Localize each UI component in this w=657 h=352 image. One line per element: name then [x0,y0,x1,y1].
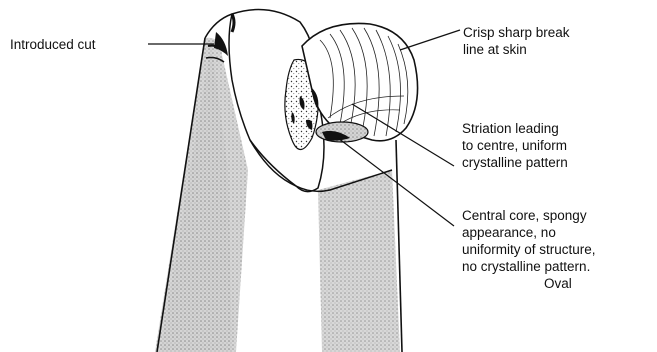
label-central-core-line3: uniformity of structure, [462,241,596,258]
label-central-core: Central core, spongy appearance, no unif… [462,207,596,292]
label-crisp-break-line1: Crisp sharp break [463,24,570,41]
leader-crisp-break [400,30,460,50]
label-central-core-line4: no crystalline pattern. [462,258,596,275]
label-introduced-cut: Introduced cut [10,36,96,53]
label-crisp-break-line2: line at skin [463,41,570,58]
oval-core [316,122,368,142]
label-striation-line3: crystalline pattern [462,154,568,171]
label-central-core-line2: appearance, no [462,224,596,241]
label-striation: Striation leading to centre, uniform cry… [462,120,568,171]
label-central-core-line5: Oval [462,275,596,292]
label-crisp-break: Crisp sharp break line at skin [463,24,570,58]
label-central-core-line1: Central core, spongy [462,207,596,224]
label-striation-line2: to centre, uniform [462,137,568,154]
right-shaft-body [318,170,400,352]
label-striation-line1: Striation leading [462,120,568,137]
